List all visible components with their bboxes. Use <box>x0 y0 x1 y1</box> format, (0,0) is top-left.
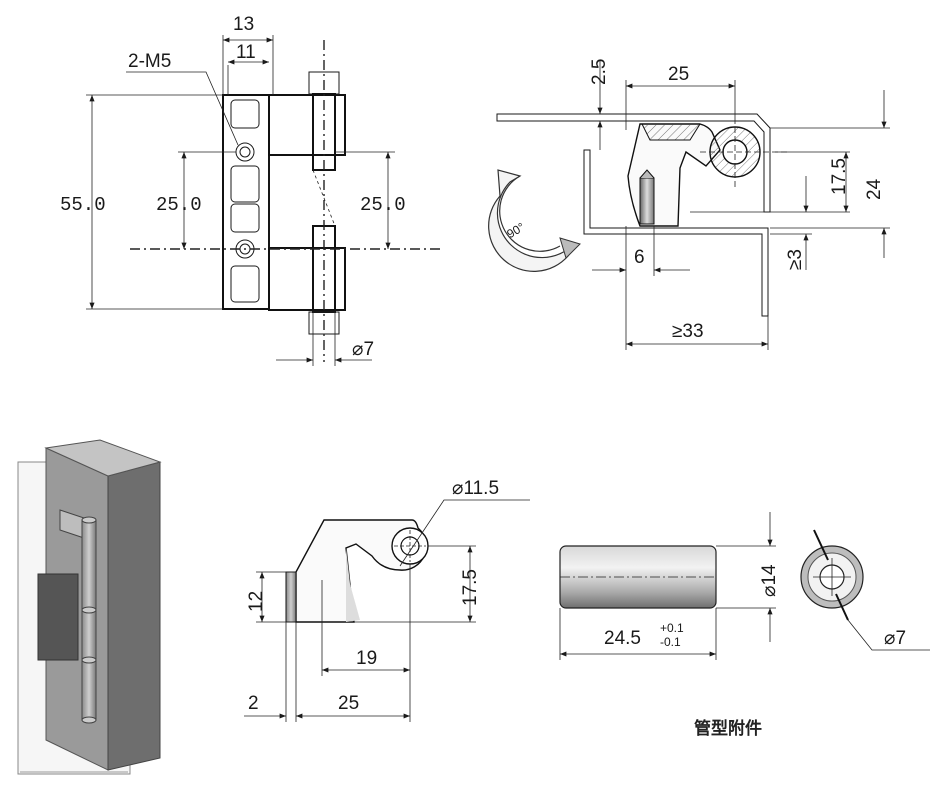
dim-25-side: 25 <box>668 64 689 85</box>
dim-17-5-side: 17.5 <box>829 158 850 195</box>
dim-2: 2 <box>248 693 259 714</box>
dim-bore-diameter: ⌀11.5 <box>452 478 499 499</box>
caption: 管型附件 <box>694 718 762 739</box>
dim-25-leaf: 25 <box>338 693 359 714</box>
dim-min-width: ≥33 <box>672 321 704 342</box>
dim-13: 13 <box>233 14 254 35</box>
dim-11: 11 <box>236 42 256 63</box>
rotation-arrow-icon <box>499 175 561 252</box>
dim-55: 55.0 <box>60 194 106 216</box>
dim-tol-upper: +0.1 <box>660 621 684 635</box>
dim-inner-diameter: ⌀7 <box>884 628 906 649</box>
dim-2-5: 2.5 <box>589 59 610 85</box>
thread-callout: 2-M5 <box>128 51 171 72</box>
dim-min-gap: ≥3 <box>785 249 806 270</box>
dim-6: 6 <box>634 247 645 268</box>
dim-pin-diameter: ⌀7 <box>352 339 374 360</box>
side-view: 2.5 25 24 17.5 ≥3 6 ≥33 <box>488 59 890 350</box>
dim-19: 19 <box>356 648 377 669</box>
dim-hole-spacing-right: 25.0 <box>360 194 406 216</box>
dim-length: 24.5 <box>604 628 641 649</box>
dim-outer-diameter: ⌀14 <box>759 564 780 597</box>
dim-hole-spacing-left: 25.0 <box>156 194 202 216</box>
isometric-hinge-render <box>17 439 162 775</box>
dim-24: 24 <box>864 178 885 200</box>
leaf-view: ⌀11.5 12 17.5 19 2 25 <box>244 478 530 722</box>
dim-12: 12 <box>246 591 267 612</box>
dim-tol-lower: -0.1 <box>660 635 681 649</box>
screw-hole-top <box>235 142 255 162</box>
front-view: 13 11 2-M5 55.0 25.0 25.0 ⌀7 <box>60 14 440 366</box>
tube-view: ⌀14 24.5 +0.1 -0.1 ⌀7 <box>559 512 930 660</box>
dim-17-5-leaf: 17.5 <box>460 569 481 606</box>
